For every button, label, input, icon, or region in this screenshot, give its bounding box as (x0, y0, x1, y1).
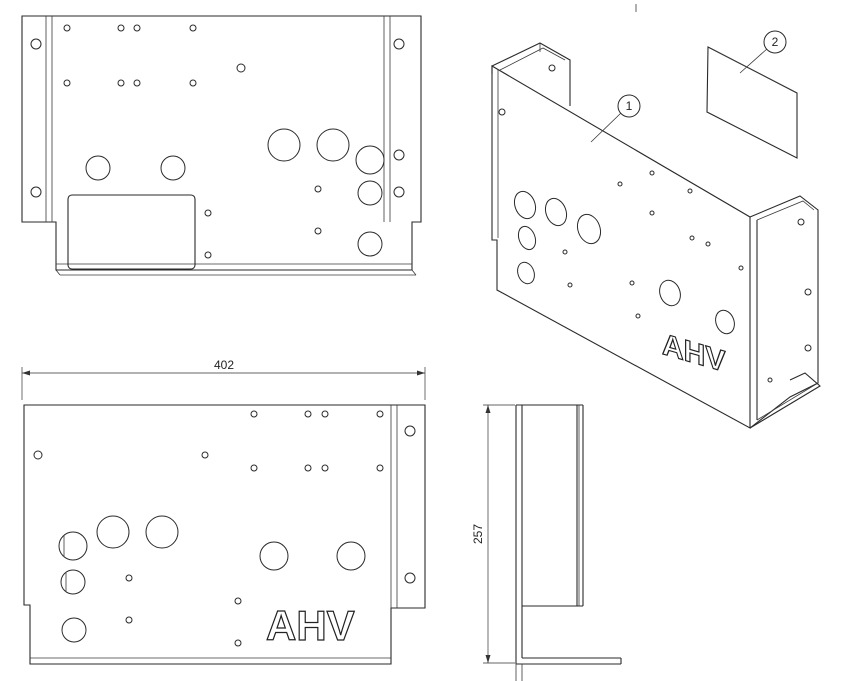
balloon-2: 2 (772, 35, 779, 49)
front-view-outline (23, 404, 426, 665)
iso-logo: AHV (662, 327, 726, 379)
top-view (21, 15, 422, 276)
height-dimension: 257 (471, 524, 485, 544)
balloon-1: 1 (626, 99, 633, 113)
width-dimension: 402 (214, 358, 234, 372)
top-view-outline (21, 15, 422, 271)
iso-plate-part2 (706, 46, 798, 159)
front-logo: AHV (266, 602, 355, 649)
rect-cutout (67, 194, 196, 270)
isometric-view: AHV 1 2 (491, 30, 821, 429)
side-view: 257 (471, 404, 622, 681)
front-view: 402 AHV (21, 358, 426, 665)
